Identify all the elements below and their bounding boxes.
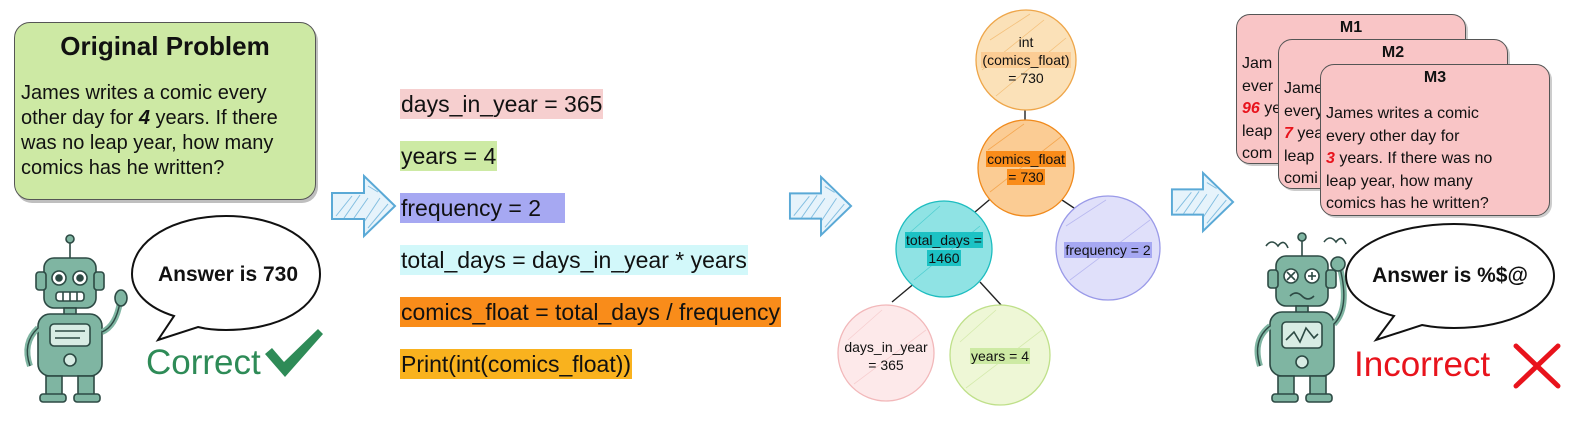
check-icon xyxy=(265,329,323,377)
arrow-icon xyxy=(1170,170,1235,234)
code-line-years: years = 4 xyxy=(400,141,498,171)
incorrect-label: Incorrect xyxy=(1354,345,1491,384)
confused-robot-icon xyxy=(1254,232,1347,403)
code-line-comics-float: comics_float = total_days / frequency xyxy=(400,297,782,327)
tree-label-years: years = 4 xyxy=(970,348,1030,364)
cross-icon xyxy=(1513,343,1561,389)
right-speech-bubble xyxy=(1344,222,1556,342)
original-problem-box: Original Problem James writes a comic ev… xyxy=(14,22,316,200)
original-problem-title: Original Problem xyxy=(60,31,270,61)
tree-label-days-in-year: days_in_year = 365 xyxy=(844,339,928,373)
left-bubble-text: Answer is 730 xyxy=(157,263,299,286)
tree-node-comics-float xyxy=(977,119,1075,217)
tree-label-root: int (comics_float) = 730 xyxy=(981,34,1071,86)
code-line-print: Print(int(comics_float)) xyxy=(400,349,633,379)
tree-node-days-in-year xyxy=(837,304,935,402)
right-bubble-text: Answer is %$@ xyxy=(1372,264,1528,287)
tree-label-comics-float: comics_float = 730 xyxy=(986,151,1066,185)
original-years-value: 4 xyxy=(138,107,150,129)
original-problem-text: James writes a comic every other day for… xyxy=(21,82,278,179)
tree-node-total-days xyxy=(895,200,993,298)
code-line-total-days: total_days = days_in_year * years xyxy=(400,245,748,275)
code-line-frequency: frequency = 2 xyxy=(400,193,566,223)
code-line-days-in-year: days_in_year = 365 xyxy=(400,89,604,119)
tree-label-frequency: frequency = 2 xyxy=(1064,242,1152,258)
left-speech-bubble xyxy=(130,214,322,342)
happy-robot-icon xyxy=(24,234,128,403)
arrow-icon xyxy=(788,174,853,238)
correct-label: Correct xyxy=(146,343,261,382)
mutation-card-m3: M3 James writes a comic every other day … xyxy=(1320,64,1550,216)
tree-label-total-days: total_days = 1460 xyxy=(905,232,983,266)
arrow-icon xyxy=(331,173,397,239)
